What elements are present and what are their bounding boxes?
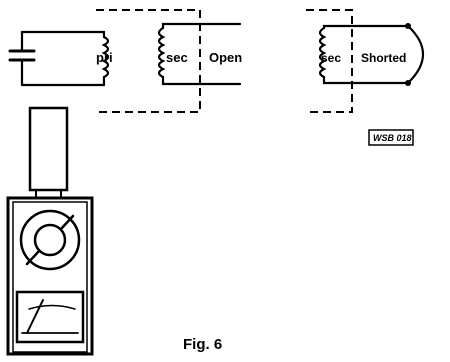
- shorted-junction-top: [405, 23, 411, 29]
- meter-inner-frame: [12, 201, 88, 353]
- meter-body: [6, 196, 94, 356]
- meter-scale-arc: [28, 304, 76, 310]
- capacitor-circuit: [8, 30, 110, 87]
- figure-code-text: WSB 018: [373, 133, 412, 143]
- shorted-top-wire: [322, 24, 410, 30]
- open-state-label: Open: [209, 50, 242, 65]
- figure-code-tag: WSB 018: [368, 129, 414, 146]
- shorted-dashed-box: [306, 9, 353, 113]
- secondary-coil-open: [157, 22, 242, 86]
- open-top-wire: [161, 22, 242, 30]
- primary-label: pri: [96, 50, 113, 65]
- shorted-bottom-wire: [322, 75, 410, 85]
- shorted-state-label: Shorted: [361, 51, 406, 65]
- tuning-dial-pointer-lower: [25, 249, 41, 266]
- tuning-dial-inner: [33, 223, 67, 257]
- open-bottom-wire: [161, 75, 242, 86]
- tuning-dial-outer: [19, 209, 81, 271]
- tuning-dial-pointer-upper: [59, 214, 75, 231]
- meter-instrument: [6, 106, 94, 356]
- meter-probe-handle: [28, 106, 69, 192]
- secondary-label-shorted: sec: [321, 51, 341, 65]
- transformer-dashed-box: [96, 9, 201, 113]
- primary-coil: [101, 30, 110, 87]
- shorting-arc: [406, 24, 424, 85]
- secondary-coil-shorted: [318, 24, 424, 85]
- meter-needle: [26, 299, 44, 334]
- secondary-label-open: sec: [166, 50, 188, 65]
- figure-caption: Fig. 6: [183, 336, 222, 353]
- meter-face: [15, 290, 85, 344]
- shorted-junction-bottom: [405, 80, 411, 86]
